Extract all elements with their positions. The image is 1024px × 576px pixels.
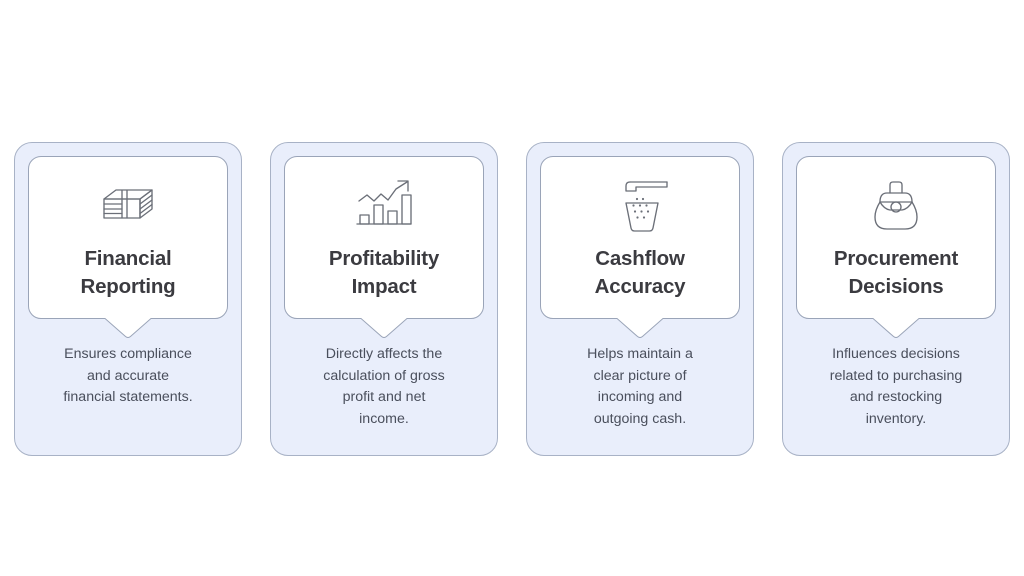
callout-tail [105,318,151,338]
panel-wrap: Procurement Decisions [796,156,996,338]
card-procurement-decisions[interactable]: Procurement Decisions Influences decisio… [782,142,1010,456]
card-title: Financial Reporting [80,247,176,299]
handbag-icon [859,177,933,235]
card-description: Helps maintain a clear picture of incomi… [587,346,693,427]
bar-chart-trend-up-icon [347,177,421,235]
card-description: Influences decisions related to purchasi… [829,346,963,427]
panel-wrap: Profitability Impact [284,156,484,338]
card-title: Procurement Decisions [833,247,959,299]
card-description: Directly affects the calculation of gros… [323,346,445,427]
card-row: Financial Reporting Ensures compliance a… [14,142,1024,456]
card-profitability-impact[interactable]: Profitability Impact Directly affects th… [270,142,498,456]
callout-tail [361,318,407,338]
card-cashflow-accuracy[interactable]: Cashflow Accuracy Helps maintain a clear… [526,142,754,456]
card-title: Profitability Impact [328,247,440,299]
panel-wrap: Cashflow Accuracy [540,156,740,338]
card-description: Ensures compliance and accurate financia… [63,346,193,406]
card-title: Cashflow Accuracy [594,247,686,299]
card-financial-reporting[interactable]: Financial Reporting Ensures compliance a… [14,142,242,456]
panel-wrap: Financial Reporting [28,156,228,338]
callout-tail [873,318,919,338]
faucet-glass-icon [603,177,677,235]
banknote-stack-icon [91,177,165,235]
panel-cashflow-accuracy: Cashflow Accuracy [540,156,740,319]
panel-profitability-impact: Profitability Impact [284,156,484,319]
panel-financial-reporting: Financial Reporting [28,156,228,319]
panel-procurement-decisions: Procurement Decisions [796,156,996,319]
callout-tail [617,318,663,338]
